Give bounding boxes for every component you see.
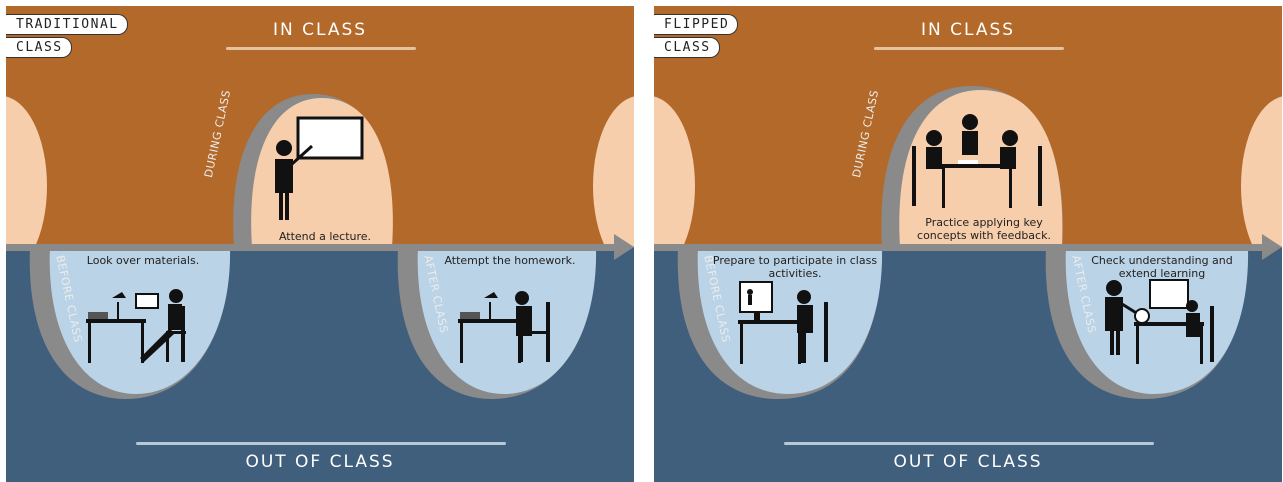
during-caption: Practice applying key concepts with feed…: [906, 216, 1062, 242]
after-caption: Attempt the homework.: [430, 254, 590, 267]
out-of-class-label: OUT OF CLASS: [654, 452, 1282, 472]
badge-line2: CLASS: [6, 37, 72, 58]
traditional-class-panel: TRADITIONAL CLASS IN CLASS OUT OF CLASS …: [6, 6, 634, 482]
traditional-diagram: [6, 6, 634, 482]
during-caption: Attend a lecture.: [260, 230, 390, 243]
flipped-class-panel: FLIPPED CLASS IN CLASS OUT OF CLASS DURI…: [654, 6, 1282, 482]
after-caption: Check understanding and extend learning: [1082, 254, 1242, 280]
timeline-bar: [654, 244, 1264, 251]
flipped-diagram: [654, 6, 1282, 482]
before-caption: Look over materials.: [68, 254, 218, 267]
in-class-label: IN CLASS: [654, 20, 1282, 40]
in-class-label: IN CLASS: [6, 20, 634, 40]
timeline-bar: [6, 244, 616, 251]
out-of-class-label: OUT OF CLASS: [6, 452, 634, 472]
before-caption: Prepare to participate in class activiti…: [710, 254, 880, 280]
badge-line2: CLASS: [654, 37, 720, 58]
